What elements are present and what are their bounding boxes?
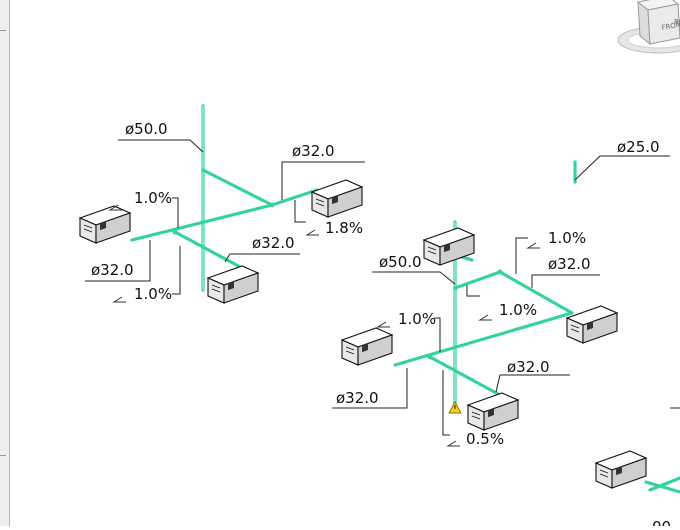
left-slope-bottom-label[interactable]: 1.0%	[134, 285, 172, 303]
right-slope-mid-label[interactable]: 1.0%	[499, 301, 537, 319]
leader-line	[466, 285, 480, 297]
right-branch-left-pipe[interactable]	[393, 311, 574, 367]
bottom-fan-coil-unit[interactable]	[595, 450, 647, 489]
right-slope-left-label[interactable]: 1.0%	[398, 310, 436, 328]
left-branch-left-pipe[interactable]	[130, 203, 274, 242]
bottom-right-partial-system[interactable]: 00	[595, 407, 680, 530]
right-fan-coil-unit-left[interactable]	[341, 327, 393, 366]
bottom-branch-pipe[interactable]	[644, 480, 680, 494]
leader-line	[332, 368, 408, 409]
leader-line	[294, 200, 306, 223]
viewcube[interactable]: FRONT RI	[617, 0, 680, 54]
warning-triangle-icon[interactable]	[448, 400, 462, 414]
left-fan-coil-unit-lower[interactable]	[207, 265, 259, 304]
isolated-pipe-size-label[interactable]: ø25.0	[617, 138, 660, 156]
scrollbar-mark	[0, 30, 6, 31]
viewcube-front-label: FRONT	[661, 20, 680, 32]
slope-arrow-icon	[446, 440, 460, 447]
left-branch-left-size-label[interactable]: ø32.0	[91, 261, 134, 279]
bottom-branch-pipe-2[interactable]	[648, 476, 680, 492]
right-branch-lower-size-label[interactable]: ø32.0	[507, 358, 550, 376]
leader-line	[434, 317, 441, 352]
leader-line	[281, 161, 365, 200]
right-fan-coil-unit-lower[interactable]	[467, 392, 519, 431]
slope-arrow-icon	[526, 242, 540, 249]
leader-line	[172, 197, 179, 228]
leader-line	[118, 139, 204, 153]
leader-line	[531, 274, 600, 288]
isolated-pipe-group[interactable]: ø25.0	[573, 138, 670, 184]
right-fan-coil-unit-right[interactable]	[566, 305, 618, 344]
right-branch-right-size-label[interactable]: ø32.0	[548, 255, 591, 273]
right-branch-left-size-label[interactable]: ø32.0	[336, 389, 379, 407]
slope-arrow-icon	[305, 229, 319, 236]
leader-line	[442, 370, 450, 436]
left-fan-coil-unit-left[interactable]	[79, 205, 131, 244]
leader-line	[172, 246, 181, 295]
right-pipe-system[interactable]: 1.0% ø50.0 ø32.0 1.0% 1.0% ø32.0 ø32.0 0…	[332, 220, 618, 448]
slope-arrow-icon	[112, 296, 126, 303]
left-main-riser-size-label[interactable]: ø50.0	[125, 120, 168, 138]
slope-arrow-icon	[478, 314, 492, 321]
scrollbar-mark	[0, 455, 6, 456]
viewcube-right-label: RI	[674, 18, 680, 26]
left-branch-lower-size-label[interactable]: ø32.0	[252, 234, 295, 252]
left-fan-coil-unit-right[interactable]	[311, 179, 363, 218]
left-branch-right-size-label[interactable]: ø32.0	[292, 142, 335, 160]
right-header-pipe[interactable]	[453, 270, 502, 290]
leader-line	[224, 253, 300, 263]
left-slope-top-label[interactable]: 1.0%	[134, 189, 172, 207]
left-pipe-system[interactable]: ø50.0 ø32.0 1.0% 1.8% ø32.0 ø32.0 1.0%	[79, 104, 365, 304]
leader-line	[495, 374, 570, 393]
left-header-pipe[interactable]	[201, 168, 274, 207]
right-slope-bottom-label[interactable]: 0.5%	[466, 430, 504, 448]
right-main-riser-size-label[interactable]: ø50.0	[379, 253, 422, 271]
right-slope-top-label[interactable]: 1.0%	[548, 229, 586, 247]
slope-arrow-icon	[108, 204, 122, 211]
right-branch-lower-pipe[interactable]	[428, 355, 500, 396]
left-branch-lower-pipe[interactable]	[173, 230, 244, 270]
viewcube-front-face[interactable]	[647, 3, 680, 45]
left-slope-right-label[interactable]: 1.8%	[325, 219, 363, 237]
slope-arrow-icon	[376, 321, 390, 328]
3d-view-canvas[interactable]: FRONT RI ø50.0 ø32.0 1.0% 1.8% ø32.	[10, 0, 680, 530]
bottom-edge-partial-label[interactable]: 00	[652, 518, 671, 530]
right-branch-right-pipe[interactable]	[498, 270, 574, 315]
drawing-svg[interactable]: FRONT RI ø50.0 ø32.0 1.0% 1.8% ø32.	[10, 0, 680, 530]
leader-line	[574, 155, 670, 181]
leader-line	[372, 271, 456, 285]
leader-line	[515, 237, 528, 274]
left-branch-right-pipe[interactable]	[270, 188, 319, 207]
leader-line	[85, 240, 151, 282]
left-panel-scrollbar[interactable]	[0, 0, 10, 526]
